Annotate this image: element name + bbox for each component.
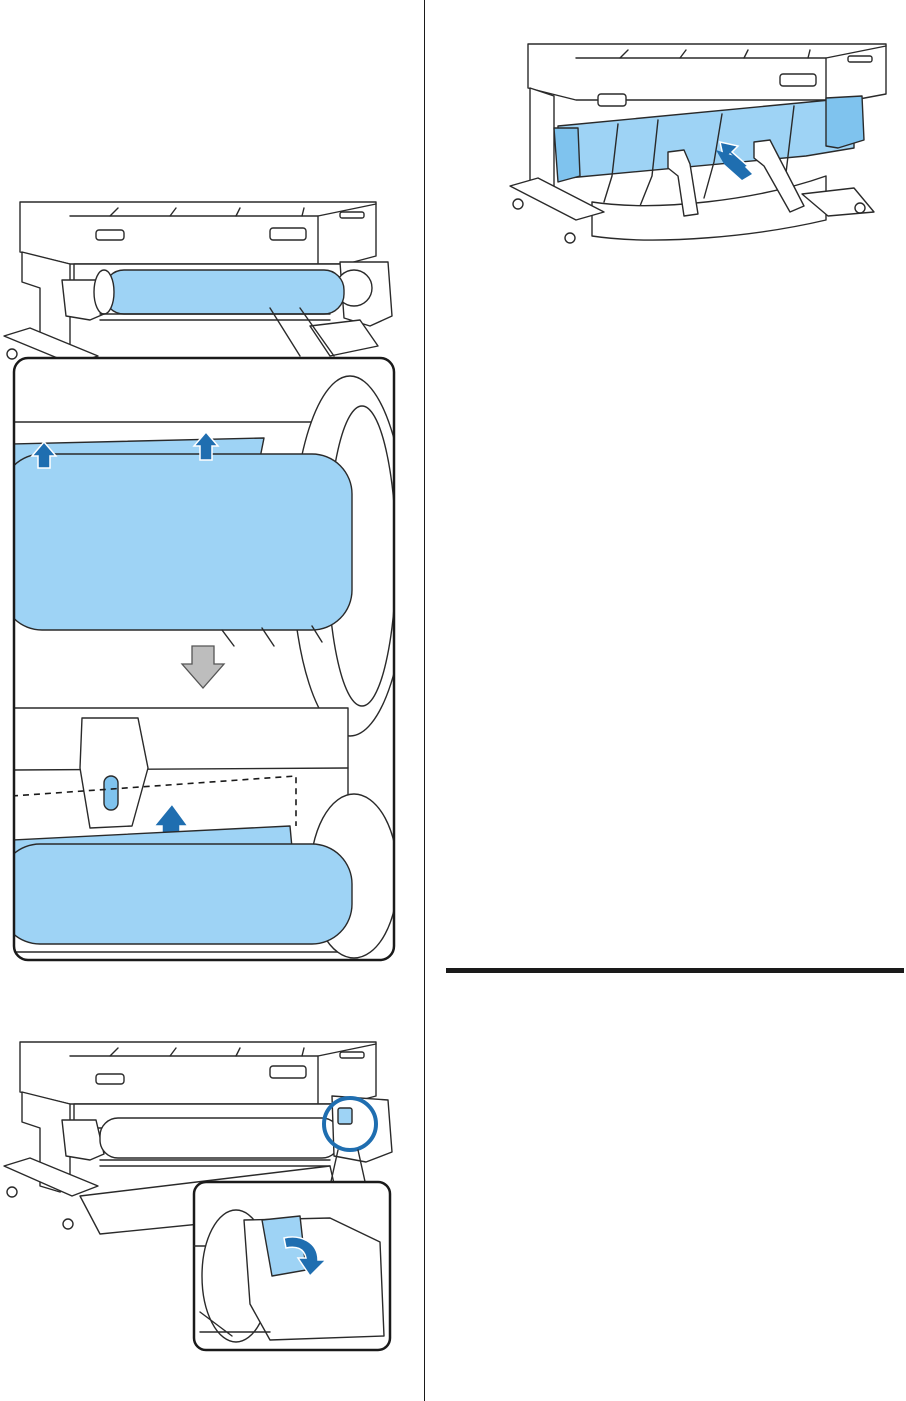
section-rule	[446, 968, 904, 973]
printer-rear-roll-illustration	[0, 196, 420, 366]
paper-edge-detail-illustration	[12, 356, 396, 962]
roll-lock-illustration	[0, 1036, 420, 1356]
basket-attach-illustration	[508, 36, 904, 248]
column-divider	[424, 0, 425, 1401]
